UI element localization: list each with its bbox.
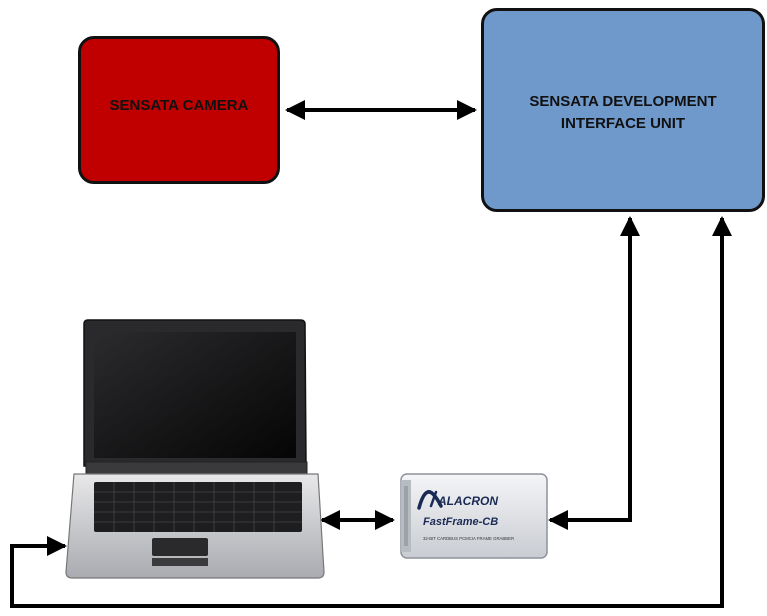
- laptop-icon: [65, 319, 325, 579]
- development-interface-unit-label: SENSATA DEVELOPMENT INTERFACE UNIT: [529, 93, 717, 132]
- development-interface-unit-block: SENSATA DEVELOPMENT INTERFACE UNIT: [481, 8, 765, 212]
- alacron-logo-icon: [417, 490, 443, 510]
- card-caption-label: 32-BIT CARDBUS PCMCIA FRAME GRABBER: [423, 536, 514, 541]
- card-product-label: FastFrame-CB: [423, 516, 498, 528]
- connector-card-diu: [548, 216, 640, 530]
- sensata-camera-label: SENSATA CAMERA: [109, 96, 249, 114]
- card-brand-label: ALACRON: [437, 494, 498, 508]
- sensata-camera-block: SENSATA CAMERA: [78, 36, 280, 184]
- pcmcia-card-icon: ALACRON FastFrame-CB 32-BIT CARDBUS PCMC…: [400, 473, 548, 559]
- connector-laptop-diu: [10, 216, 732, 608]
